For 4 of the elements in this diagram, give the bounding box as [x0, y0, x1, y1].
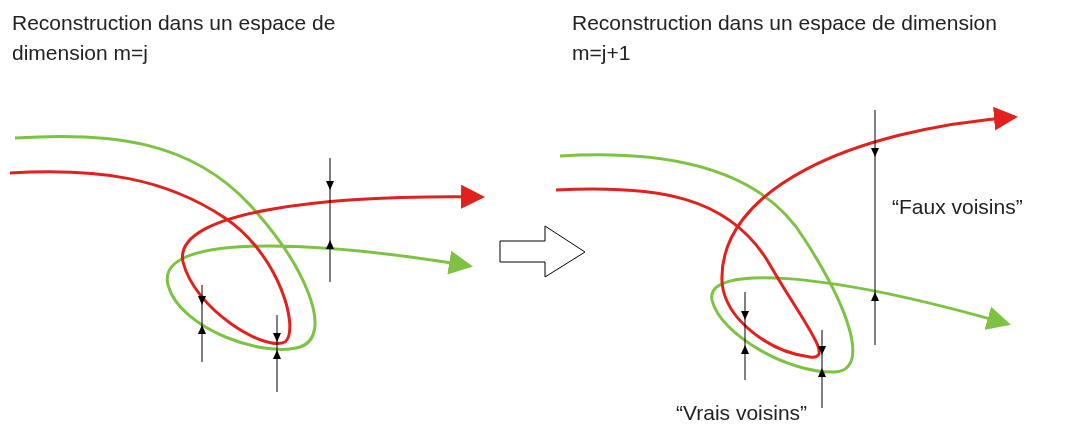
annotation-label: “Faux voisins” [892, 194, 1023, 220]
annotation-label: “Vrais voisins” [676, 400, 808, 426]
panel-heading: Reconstruction dans un espace de dimension m=j [12, 10, 337, 66]
panel-heading: Reconstruction dans un espace de dimension m=j+1 [572, 10, 998, 66]
